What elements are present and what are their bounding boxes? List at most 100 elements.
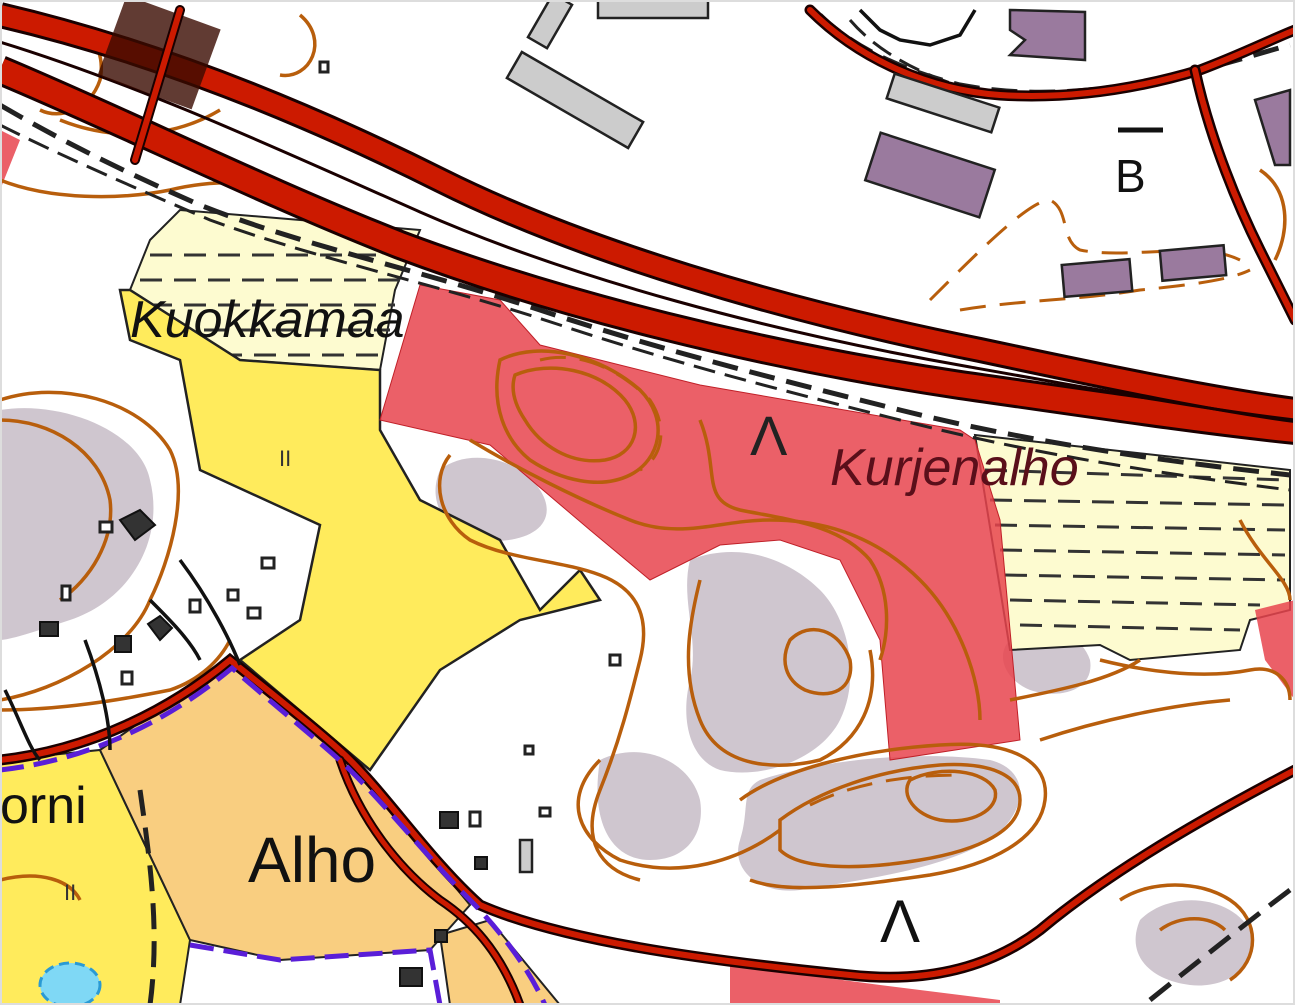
building: [98, 520, 114, 534]
place-label-kuokkamaa: Kuokkamaa: [130, 291, 405, 349]
building: [246, 606, 262, 620]
contour-line: [437, 453, 646, 882]
building: [399, 967, 423, 987]
main-road: [0, 2, 1295, 445]
tunnel-block: [97, 0, 221, 110]
building: [1158, 243, 1228, 283]
contour-line: [905, 769, 998, 823]
contour-line: [1238, 519, 1292, 601]
boundary-line: [0, 664, 548, 1005]
road-center: [0, 40, 1295, 422]
building: [885, 72, 1001, 134]
footpath: [0, 102, 1291, 478]
field-yellow: [118, 288, 603, 772]
contour-line: [686, 579, 875, 767]
rock-area: [1135, 900, 1254, 986]
building: [114, 635, 132, 653]
tracks: [3, 8, 977, 762]
contour-line: [576, 758, 782, 870]
building: [1007, 8, 1087, 62]
building: [318, 60, 330, 74]
highlight-area: [379, 284, 1021, 761]
form-line: [539, 355, 663, 472]
road-fill: [0, 58, 1295, 442]
track: [83, 639, 112, 751]
track: [858, 8, 977, 47]
contour-line: [279, 13, 317, 78]
building: [596, 0, 710, 20]
secondary-roads: [0, 4, 1295, 1005]
building: [439, 811, 459, 829]
building: [1253, 88, 1292, 167]
building: [518, 838, 534, 874]
contour-line: [1119, 883, 1255, 982]
water-pond: [38, 961, 102, 1005]
contour-line: [0, 639, 232, 712]
contour-line: [0, 874, 82, 901]
buildings-tiny: [60, 60, 622, 828]
contour-line: [1099, 658, 1292, 701]
contour-line: [511, 366, 637, 463]
meadow-dashes-kurjenalho: [984, 468, 1286, 632]
buildings-purple: [863, 8, 1292, 299]
buildings-small: [39, 508, 488, 987]
contour-lines: [0, 13, 1292, 982]
building: [146, 614, 174, 642]
footpath: [137, 789, 157, 1005]
road-fill: [1192, 67, 1295, 323]
building: [434, 929, 448, 943]
contour-line: [0, 390, 181, 702]
building: [523, 744, 535, 756]
place-label-alho: Alho: [248, 824, 376, 896]
contour-line: [778, 762, 1022, 869]
boundary: [0, 664, 548, 1005]
contour-line: [698, 419, 889, 661]
place-label-kurjenalho: Kurjenalho: [830, 439, 1079, 497]
building: [39, 621, 59, 637]
highlight-area-right: [1255, 600, 1295, 700]
rock-area: [597, 752, 701, 860]
contour-line: [1258, 168, 1287, 261]
contour-line: [1039, 698, 1231, 742]
track: [148, 598, 202, 661]
field-class-label: II: [279, 446, 291, 471]
road-fill: [0, 5, 1295, 420]
track: [3, 689, 42, 762]
highlight-area-bottom: [730, 965, 1000, 1005]
building: [226, 588, 240, 602]
form-line: [928, 198, 1241, 302]
contour-line: [495, 349, 660, 484]
building: [863, 131, 997, 219]
rock-area: [0, 408, 154, 640]
building: [526, 0, 574, 50]
building: [505, 50, 645, 150]
field-class-label: II: [64, 880, 76, 905]
place-label-orni: orni: [0, 777, 87, 835]
rock-areas: [0, 408, 1254, 986]
contour-line: [469, 438, 982, 721]
contour-line: [1158, 917, 1227, 932]
rock-symbol-icon: Λ: [750, 404, 788, 467]
building: [1060, 257, 1134, 299]
track: [178, 558, 242, 666]
building: [538, 806, 552, 818]
meadow-kurjenalho: [973, 433, 1291, 662]
rock-area: [435, 457, 547, 541]
contour-line: [738, 742, 1048, 890]
form-line: [809, 773, 961, 807]
building: [120, 670, 134, 686]
boundary-line: [189, 942, 443, 1005]
road-fill: [337, 757, 523, 1005]
building: [60, 584, 72, 602]
building: [474, 856, 488, 870]
buildings-gray: [505, 0, 1001, 874]
building: [118, 508, 157, 542]
building: [260, 556, 276, 570]
building: [188, 598, 202, 614]
rock-area: [686, 551, 851, 773]
building: [608, 653, 622, 667]
meadow-dashes-kuokkamaa: [140, 253, 410, 357]
